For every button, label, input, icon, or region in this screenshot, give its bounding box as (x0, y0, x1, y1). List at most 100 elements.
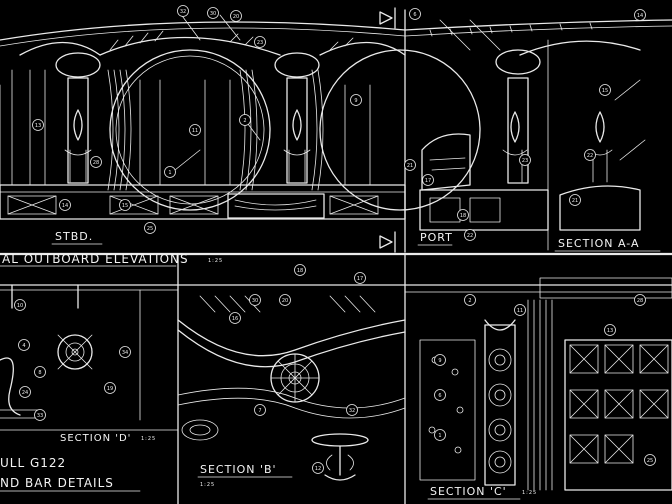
scale-section-c: 1:25 (522, 490, 537, 496)
callout-number: 15 (122, 203, 128, 209)
callout-number: 25 (147, 226, 153, 232)
callout-bubble (457, 209, 469, 221)
callout-bubble (230, 10, 242, 22)
callout-bubble (644, 454, 656, 466)
callout-bubble (239, 114, 251, 126)
callout-number: 20 (282, 298, 288, 304)
callout-number: 9 (438, 358, 441, 364)
callout-bubble (312, 462, 324, 474)
callout-number: 6 (438, 393, 441, 399)
callout-bubble (422, 174, 434, 186)
callout-bubble (434, 354, 446, 366)
callout-number: 28 (637, 298, 643, 304)
callout-number: 18 (460, 213, 466, 219)
callout-bubble (164, 166, 176, 178)
callout-bubble (604, 324, 616, 336)
callout-bubble (59, 199, 71, 211)
callout-number: 18 (297, 268, 303, 274)
callout-number: 12 (315, 466, 321, 472)
callout-bubble (434, 389, 446, 401)
callout-bubble (294, 264, 306, 276)
callout-bubble (634, 9, 646, 21)
callout-number: 13 (607, 328, 613, 334)
callout-bubble (144, 222, 156, 234)
callout-number: 21 (572, 198, 578, 204)
callout-bubble (254, 36, 266, 48)
callout-number: 10 (17, 303, 23, 309)
callout-number: 30 (252, 298, 258, 304)
callout-number: 28 (93, 160, 99, 166)
section-d-drawing (0, 253, 179, 504)
callout-bubble (464, 294, 476, 306)
callout-bubble (464, 229, 476, 241)
callout-number: 2 (243, 118, 246, 124)
callout-bubble (254, 404, 266, 416)
callout-bubble (177, 5, 189, 17)
callout-number: 11 (517, 308, 523, 314)
title-bar-details: ND BAR DETAILS (0, 476, 114, 490)
callout-number: 1 (438, 433, 441, 439)
callout-bubble (346, 404, 358, 416)
callout-number: 13 (35, 123, 41, 129)
callout-number: 32 (349, 408, 355, 414)
callout-bubble (584, 149, 596, 161)
section-c-drawing (404, 277, 672, 491)
section-b-drawing (177, 253, 406, 504)
callout-bubble (409, 8, 421, 20)
callout-bubble (207, 7, 219, 19)
callout-number: 6 (413, 12, 416, 18)
callout-number: 9 (354, 98, 357, 104)
callout-bubble (229, 312, 241, 324)
callout-number: 20 (233, 14, 239, 20)
callout-number: 1 (168, 170, 171, 176)
callout-bubble (90, 156, 102, 168)
label-section-aa: SECTION A-A (558, 237, 640, 250)
callout-bubble (104, 382, 116, 394)
scale-section-d: 1:25 (141, 436, 156, 442)
scale-section-b: 1:25 (200, 482, 215, 488)
title-hull: ULL G122 (0, 456, 66, 470)
callout-number: 33 (37, 413, 43, 419)
callout-bubble (18, 339, 30, 351)
callout-number: 32 (180, 9, 186, 15)
callout-bubble (569, 194, 581, 206)
callout-bubble (599, 84, 611, 96)
callout-number: 30 (210, 11, 216, 17)
callout-number: 23 (522, 158, 528, 164)
callout-number: 22 (467, 233, 473, 239)
callout-number: 2 (468, 298, 471, 304)
callout-number: 8 (38, 370, 41, 376)
label-port: PORT (420, 231, 453, 244)
scale-outboard: 1:25 (208, 258, 223, 264)
callout-number: 4 (22, 343, 25, 349)
callout-number: 7 (258, 408, 261, 414)
callout-number: 22 (587, 153, 593, 159)
callout-bubble (34, 409, 46, 421)
callout-bubble (279, 294, 291, 306)
callout-number: 19 (107, 386, 113, 392)
callout-number: 14 (637, 13, 643, 19)
callout-number: 11 (192, 128, 198, 134)
callout-bubble (119, 199, 131, 211)
callout-bubble (354, 272, 366, 284)
callout-bubble (350, 94, 362, 106)
callout-number: 25 (647, 458, 653, 464)
callout-number: 21 (407, 163, 413, 169)
callout-number: 34 (122, 350, 128, 356)
callout-number: 17 (425, 178, 431, 184)
callout-number: 24 (22, 390, 28, 396)
title-section-c: SECTION 'C' (430, 485, 507, 498)
callout-bubble (19, 386, 31, 398)
callout-number: 15 (602, 88, 608, 94)
callout-number: 16 (232, 316, 238, 322)
callout-bubble (634, 294, 646, 306)
callout-bubble (519, 154, 531, 166)
outboard-elevation-drawing (0, 7, 672, 253)
callout-number: 23 (257, 40, 263, 46)
label-stbd: STBD. (55, 230, 93, 243)
title-section-b: SECTION 'B' (200, 463, 277, 476)
callout-bubble (404, 159, 416, 171)
